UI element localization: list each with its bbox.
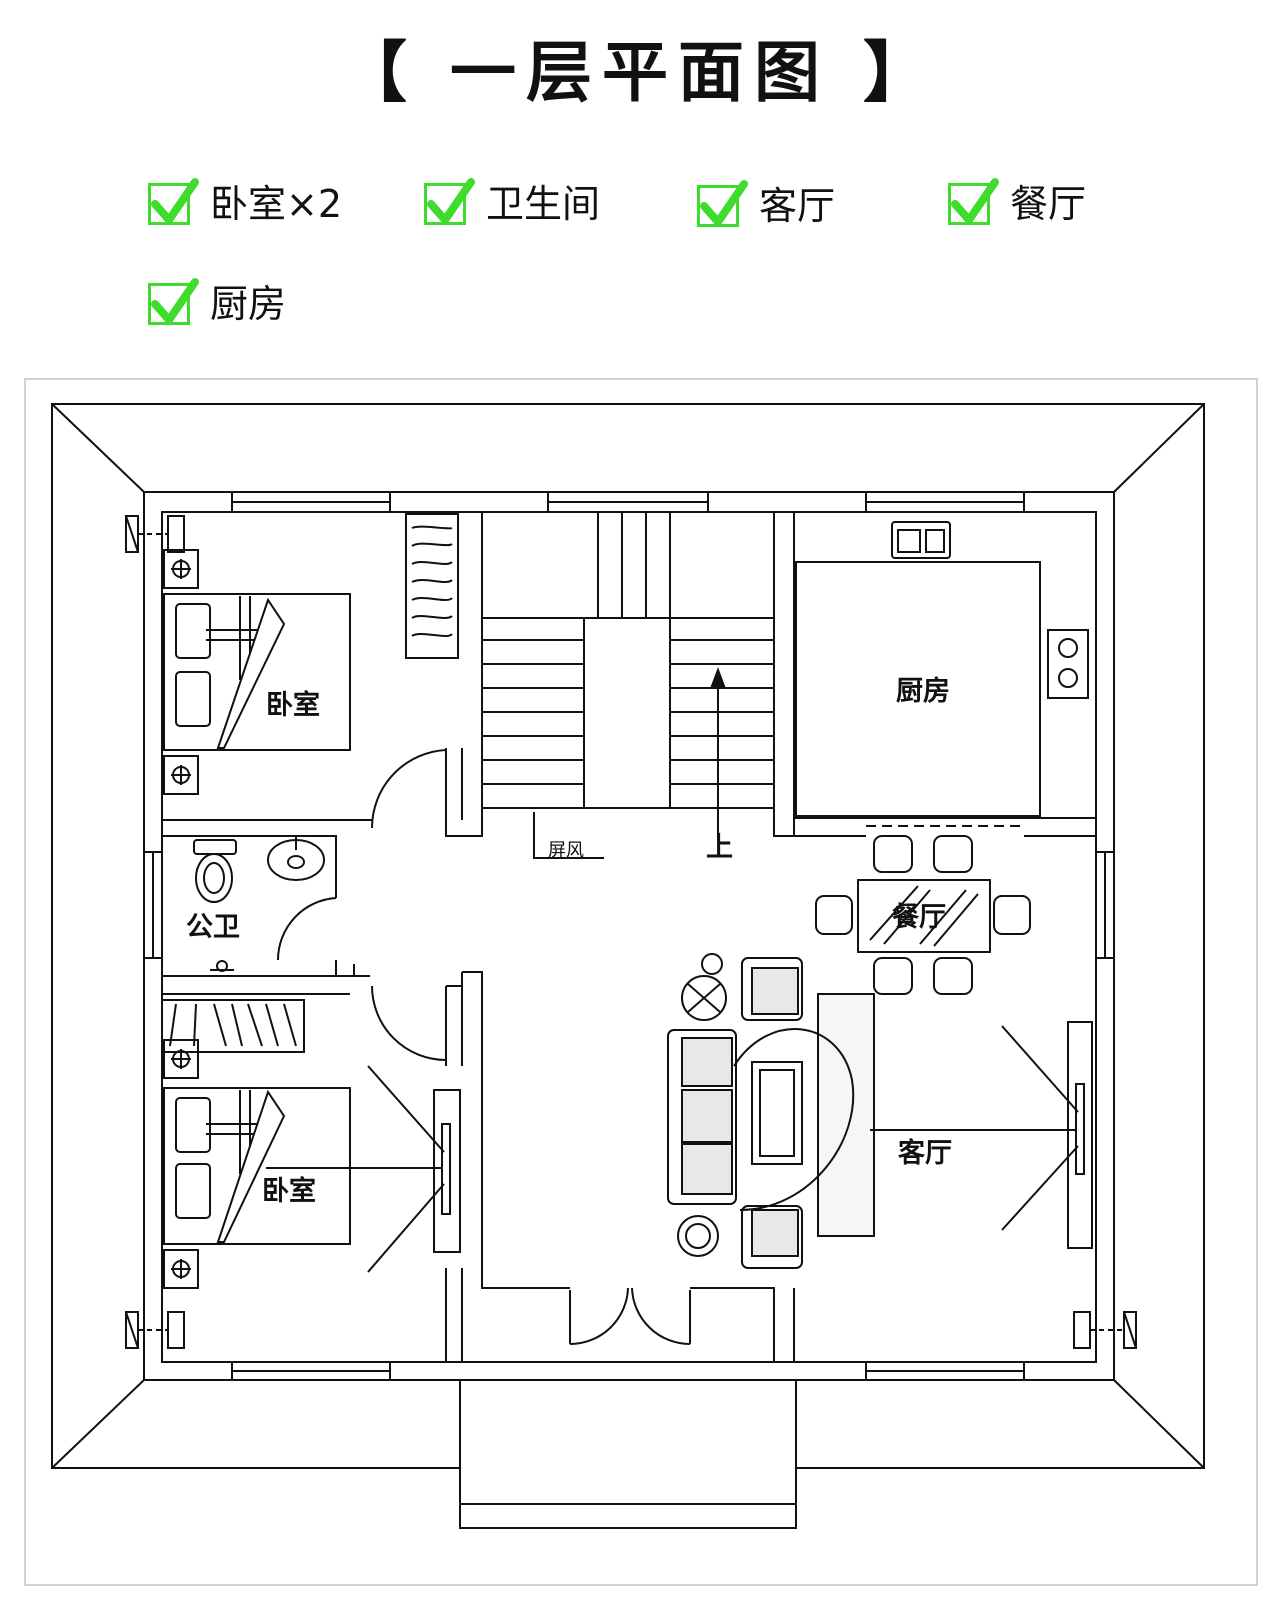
feature-label: 厨房 — [210, 282, 287, 326]
room-label-living: 客厅 — [898, 1137, 952, 1169]
floor-plan-frame — [24, 378, 1258, 1586]
bed — [163, 1087, 351, 1245]
tv-cabinet — [1067, 1021, 1093, 1249]
stair-up-label: 上 — [706, 832, 733, 863]
checkmark-icon — [148, 178, 199, 225]
room-label-dining: 餐厅 — [892, 902, 946, 933]
wardrobe — [161, 999, 305, 1053]
exterior-wall — [143, 491, 1115, 1381]
feature-dining-room: 餐厅 — [948, 178, 1086, 230]
armchair — [741, 957, 803, 1021]
porch — [459, 1379, 797, 1529]
checkmark-icon — [424, 178, 475, 225]
sofa — [667, 1029, 737, 1205]
screen-label: 屏风 — [548, 840, 584, 861]
lamp-table — [681, 975, 727, 1021]
feature-living-room: 客厅 — [697, 180, 835, 232]
room-label-kitchen: 厨房 — [896, 676, 950, 707]
feature-label: 餐厅 — [1010, 182, 1087, 226]
rug — [817, 993, 875, 1237]
feature-label: 客厅 — [759, 184, 836, 228]
stove — [1047, 629, 1089, 699]
checkmark-icon — [697, 180, 748, 227]
feature-label: 卧室×2 — [210, 182, 343, 226]
feature-bedroom: 卧室×2 — [148, 178, 342, 230]
sink — [891, 521, 951, 559]
page-title: 【 一层平面图 】 — [341, 34, 939, 111]
wardrobe — [405, 513, 459, 659]
checkmark-icon — [148, 278, 199, 325]
room-label-bathroom: 公卫 — [186, 912, 240, 943]
coffee-table — [751, 1061, 803, 1165]
checkmark-icon — [948, 178, 999, 225]
room-label-bedroom-2: 卧室 — [262, 1175, 316, 1207]
room-label-bedroom-1: 卧室 — [266, 689, 320, 721]
feature-bathroom: 卫生间 — [424, 178, 600, 230]
dining-table — [857, 879, 991, 953]
feature-kitchen: 厨房 — [148, 278, 286, 330]
feature-label: 卫生间 — [486, 182, 601, 226]
tv-cabinet — [433, 1089, 461, 1253]
bed — [163, 593, 351, 751]
